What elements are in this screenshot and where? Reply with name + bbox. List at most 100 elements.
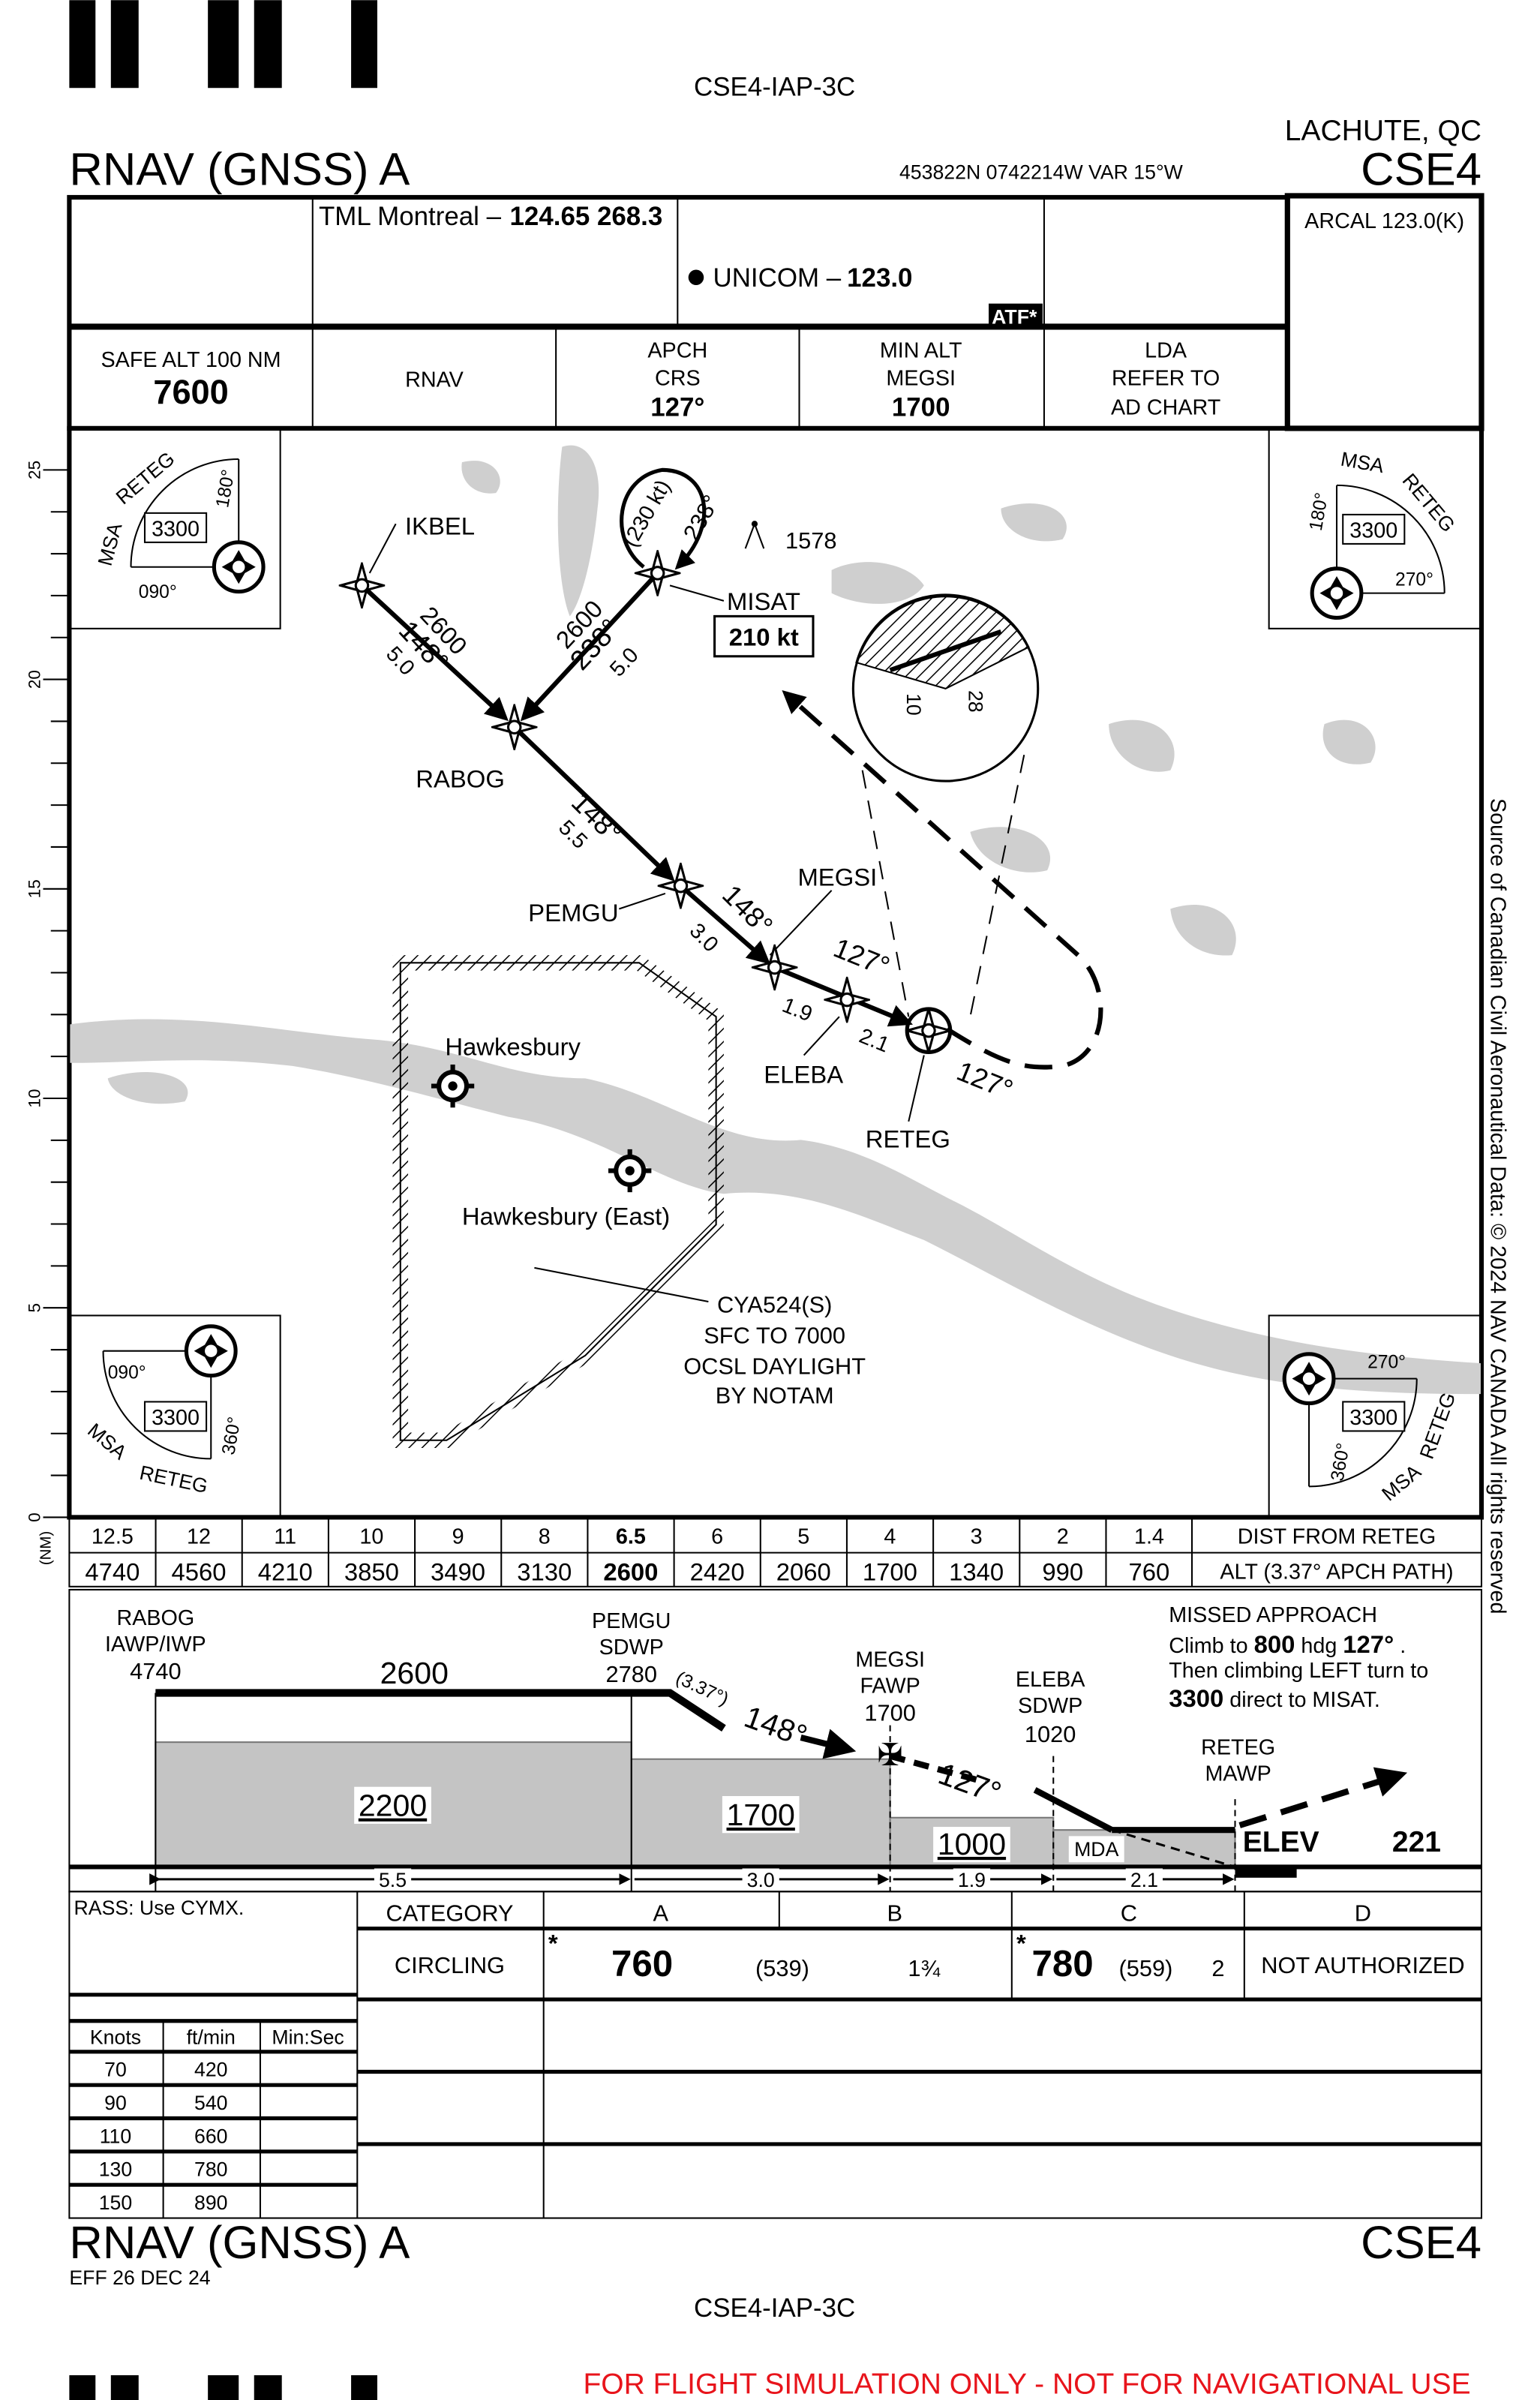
- distance-value: 8: [539, 1524, 551, 1548]
- msa-label: MSA: [1339, 448, 1385, 478]
- waypoint-label: MEGSI: [797, 864, 877, 891]
- waypoint-label: MISAT: [727, 587, 800, 615]
- elevation-label: ELEV: [1243, 1826, 1319, 1858]
- distance-value: 1.4: [1134, 1524, 1164, 1548]
- lda-label: REFER TO: [1112, 366, 1220, 390]
- msa-altitude: 3300: [1349, 519, 1397, 543]
- safe-alt: 7600: [153, 373, 228, 411]
- scale-label: 15: [25, 879, 44, 898]
- missed-approach-title: MISSED APPROACH: [1169, 1603, 1377, 1627]
- safe-alt-label: SAFE ALT 100 NM: [101, 348, 281, 372]
- distance-value: 11: [274, 1524, 296, 1548]
- circling-ab-visibility: 1¾: [908, 1955, 940, 1981]
- msa-bearing: 180°: [212, 468, 239, 509]
- msa-bearing: 270°: [1367, 1352, 1406, 1372]
- msa-fix-icon: [214, 542, 263, 592]
- scale-unit: (NM): [38, 1531, 55, 1566]
- category-b: B: [887, 1900, 903, 1926]
- apch-crs-label: APCH: [647, 339, 707, 363]
- profile-fix-label: FAWP: [860, 1674, 920, 1698]
- category-d: D: [1355, 1900, 1371, 1926]
- profile-fix-label: MEGSI: [855, 1648, 925, 1672]
- msa-label: MSA: [94, 520, 127, 568]
- profile-fix-label: SDWP: [1018, 1694, 1082, 1718]
- missed-approach-track: [782, 689, 1103, 1070]
- runway-number: 10: [902, 693, 925, 716]
- altitude-value: 3850: [344, 1558, 399, 1586]
- profile-fix-label: RABOG: [116, 1606, 194, 1630]
- waypoint-label: RABOG: [416, 764, 505, 792]
- copyright-notice: Source of Canadian Civil Aeronautical Da…: [1485, 798, 1509, 1615]
- altitude-value: 2420: [690, 1558, 745, 1586]
- rate-knots: 150: [99, 2191, 133, 2214]
- missed-approach-arrow: [1238, 1767, 1408, 1828]
- unicom-label: UNICOM –: [713, 263, 842, 293]
- distance-value: 2: [1057, 1524, 1069, 1548]
- rass-note: RASS: Use CYMX.: [74, 1897, 245, 1919]
- footer-doc-id: CSE4-IAP-3C: [694, 2293, 855, 2323]
- msa-altitude: 3300: [1349, 1406, 1397, 1430]
- step-altitude: 1700: [727, 1798, 795, 1832]
- altitude-value: 2060: [776, 1558, 831, 1586]
- segment-distance: 3.0: [747, 1869, 775, 1891]
- rate-ftmin: 540: [194, 2092, 228, 2114]
- top-marker-bars: [69, 0, 377, 89]
- altitude-value: 4740: [85, 1558, 140, 1586]
- distance-value: 12: [187, 1524, 211, 1548]
- leg-distance: 1.9: [779, 993, 815, 1027]
- doc-id: CSE4-IAP-3C: [694, 72, 855, 101]
- airspace-label: BY NOTAM: [716, 1382, 834, 1408]
- lda-label: LDA: [1145, 339, 1187, 363]
- effective-date: EFF 26 DEC 24: [69, 2266, 210, 2289]
- distance-value: 4: [884, 1524, 896, 1548]
- profile-view: ✠ RABOG IAWP/IWP 4740 PEMGU SDWP 2780 ME…: [68, 1588, 1483, 1893]
- altitude-value: 990: [1042, 1558, 1083, 1586]
- holding-speed: (230 kt): [618, 476, 675, 551]
- bottom-marker-bars: [69, 2374, 377, 2400]
- msa-label: MSA: [83, 1419, 131, 1464]
- waypoint-eleba-icon[interactable]: [824, 977, 870, 1023]
- holding-pattern: [620, 467, 707, 570]
- apch-crs-label: CRS: [655, 366, 701, 390]
- profile-fix-label: MAWP: [1205, 1762, 1271, 1786]
- waypoint-label: PEMGU: [528, 899, 618, 927]
- profile-fix-label: PEMGU: [592, 1609, 671, 1633]
- airport-cse4-icon[interactable]: [905, 1007, 953, 1054]
- nav-type: RNAV: [405, 368, 464, 392]
- missed-approach-line: Then climbing LEFT turn to: [1169, 1659, 1428, 1683]
- msa-bearing: 090°: [108, 1363, 146, 1383]
- rate-ftmin: 780: [194, 2158, 228, 2181]
- procedure-title: RNAV (GNSS) A: [69, 144, 410, 196]
- circling-ab-haa: (539): [755, 1955, 809, 1981]
- waypoint-label: IKBEL: [405, 512, 475, 540]
- rate-ftmin: 660: [194, 2125, 228, 2147]
- profile-fix-label: ELEBA: [1016, 1668, 1085, 1692]
- step-altitude: 2200: [359, 1789, 427, 1823]
- elevation: 221: [1392, 1826, 1441, 1858]
- segment-distance: 2.1: [1130, 1869, 1158, 1891]
- minima-table: RASS: Use CYMX. CATEGORY A B C D CIRCLIN…: [68, 1891, 1483, 2219]
- rate-knots: 90: [104, 2092, 127, 2114]
- msa-altitude: 3300: [152, 1406, 200, 1430]
- initial-altitude: 2600: [380, 1656, 449, 1690]
- scale-label: 20: [25, 670, 44, 689]
- profile-path: [155, 1689, 726, 1732]
- tml-label: TML Montreal –: [319, 202, 502, 231]
- msa-top-left: 3300 MSA RETEG 090° 180°: [68, 427, 281, 629]
- simulation-disclaimer: FOR FLIGHT SIMULATION ONLY - NOT FOR NAV…: [583, 2368, 1470, 2400]
- aerodrome-inset: 10 28: [851, 593, 1040, 782]
- rate-ftmin: 890: [194, 2191, 228, 2214]
- rate-header: ft/min: [187, 2026, 236, 2049]
- distance-value: 3: [971, 1524, 983, 1548]
- msa-fix-icon: [186, 1326, 236, 1376]
- unicom-icon: [688, 269, 704, 286]
- profile-fix-alt: 4740: [130, 1658, 181, 1684]
- track-misat-rabog: [520, 571, 659, 722]
- profile-fix-alt: 1020: [1025, 1721, 1076, 1747]
- min-alt-label: MEGSI: [886, 366, 956, 390]
- distance-value: 12.5: [92, 1524, 134, 1548]
- rate-knots: 70: [104, 2059, 127, 2081]
- airport-label: Hawkesbury: [445, 1033, 581, 1061]
- msa-altitude: 3300: [152, 518, 200, 542]
